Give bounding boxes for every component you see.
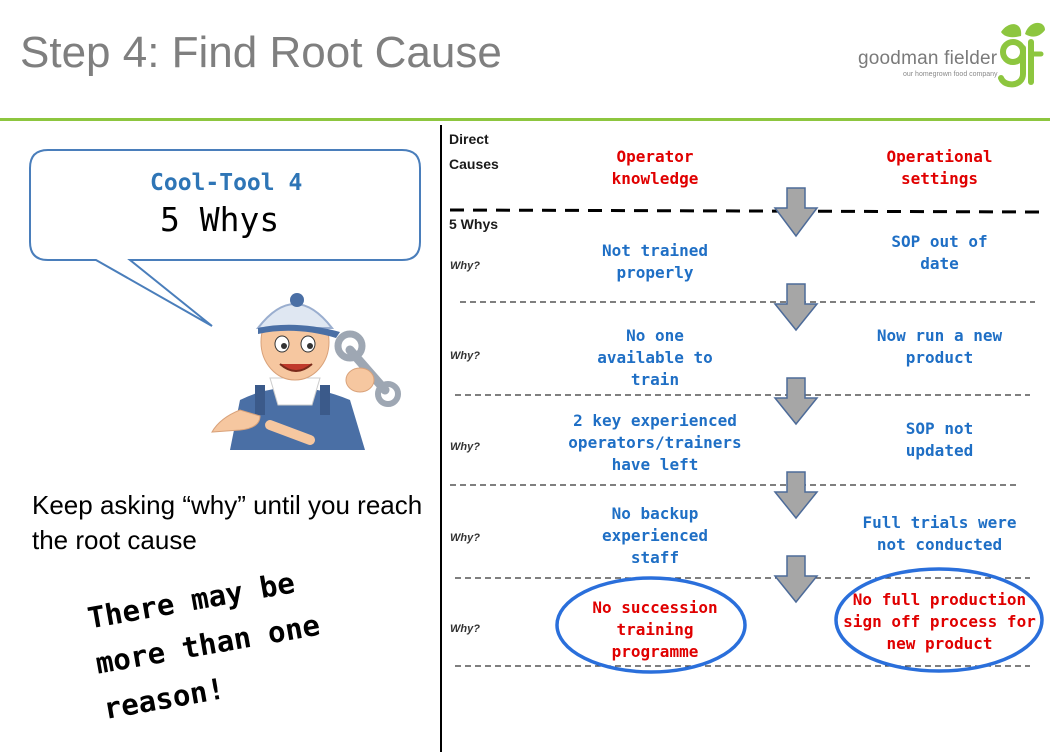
speech-bubble (29, 149, 421, 327)
why-row-label: Why? (450, 532, 480, 544)
why-row-label: Why? (450, 260, 480, 272)
down-arrow-icon (773, 187, 819, 238)
header-divider (0, 118, 1050, 121)
callout-tool-name: Cool-Tool 4 (150, 170, 303, 196)
gf-logo-icon (998, 22, 1045, 88)
direct-causes-label: Direct (449, 131, 489, 147)
callout-tool-title: 5 Whys (160, 200, 280, 239)
why-row-label: Why? (450, 623, 480, 635)
down-arrow-icon (773, 377, 819, 426)
instruction-text: Keep asking “why” until you reach the ro… (32, 490, 423, 555)
whys-label: 5 Whys (449, 216, 499, 232)
down-arrow-icon (773, 555, 819, 604)
down-arrow-icon (773, 471, 819, 520)
slide-title: Step 4: Find Root Cause (20, 28, 502, 77)
why-row-label: Why? (450, 441, 480, 453)
logo-wordmark: goodman fielder (858, 48, 998, 69)
down-arrow-icon (773, 283, 819, 332)
direct-causes-label: Causes (449, 156, 499, 172)
table-left-border (440, 125, 442, 752)
note-text: There may be more than one reason! (84, 540, 423, 731)
mechanic-illustration (211, 293, 401, 450)
why-row-label: Why? (450, 350, 480, 362)
logo-tagline: our homegrown food company (903, 71, 998, 78)
